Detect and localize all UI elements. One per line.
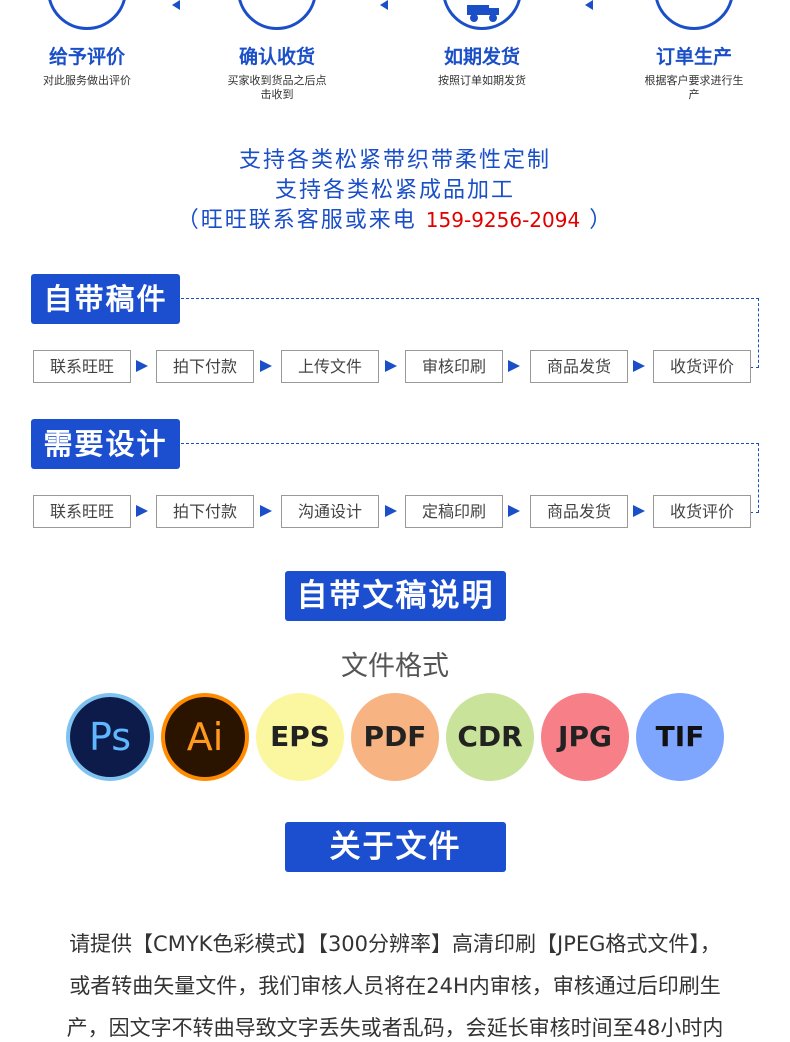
flow1-title-badge: 自带稿件	[31, 274, 180, 324]
about-paragraph-line: 或者转曲矢量文件，我们审核人员将在24H内审核，审核通过后印刷生	[69, 974, 721, 998]
about-title-badge: 关于文件	[285, 822, 506, 872]
about-paragraph-line: 请提供【CMYK色彩模式】【300分辨率】高清印刷【JPEG格式文件】，	[69, 932, 721, 956]
step-title: 确认收货	[238, 46, 315, 68]
ps-format-icon: Ps	[70, 697, 150, 777]
flow1-steps: 联系旺旺 拍下付款 上传文件 审核印刷 商品发货 收货评价	[33, 350, 753, 383]
flow1-connector	[181, 298, 759, 299]
flow2-step: 收货评价	[653, 495, 751, 528]
flow2-connector	[750, 512, 759, 513]
flow1-step: 上传文件	[281, 350, 379, 383]
top-steps: 给予评价 对此服务做出评价 确认收货 买家收到货品之后点击收到 如期发货 按照订…	[0, 0, 790, 110]
support-line-2: 支持各类松紧成品加工	[274, 178, 515, 203]
flow1-step: 审核印刷	[405, 350, 503, 383]
support-contact-close: ）	[589, 208, 614, 233]
arrow-right-icon	[260, 360, 272, 372]
step-title: 给予评价	[48, 46, 125, 68]
truck-icon	[442, 0, 522, 30]
format-label: TIF	[655, 720, 705, 753]
flow1-connector	[758, 298, 759, 368]
flow2-step: 商品发货	[530, 495, 628, 528]
flow2-title-badge: 需要设计	[31, 419, 180, 469]
format-label: PDF	[363, 720, 427, 753]
arrow-right-icon	[136, 360, 148, 372]
flow2-step: 拍下付款	[156, 495, 254, 528]
arrow-right-icon	[385, 360, 397, 372]
step-arrow-icon	[585, 0, 593, 10]
order-icon	[654, 0, 734, 30]
arrow-right-icon	[633, 505, 645, 517]
about-paragraph-line: 产，因文字不转曲导致文字丢失或者乱码，会延长审核时间至48小时内	[66, 1016, 724, 1040]
flow1-connector	[750, 367, 759, 368]
arrow-right-icon	[385, 505, 397, 517]
step-desc: 对此服务做出评价	[43, 74, 131, 87]
flow1-step: 收货评价	[653, 350, 751, 383]
arrow-right-icon	[136, 505, 148, 517]
jpg-format-icon: JPG	[545, 697, 625, 777]
format-label: JPG	[558, 720, 612, 753]
receipt-icon	[237, 0, 317, 30]
support-line-1: 支持各类松紧带织带柔性定制	[238, 148, 551, 173]
support-line-3: （旺旺联系客服或来电 159-9256-2094 ）	[0, 202, 790, 234]
review-icon	[47, 0, 127, 30]
phone-number[interactable]: 159-9256-2094	[425, 208, 581, 232]
flow1-step: 拍下付款	[156, 350, 254, 383]
format-label: Ai	[186, 715, 224, 759]
flow2-connector	[181, 443, 759, 444]
arrow-right-icon	[260, 505, 272, 517]
format-label: Ps	[88, 715, 132, 759]
arrow-right-icon	[508, 360, 520, 372]
ai-format-icon: Ai	[165, 697, 245, 777]
step-arrow-icon	[380, 0, 388, 10]
step-arrow-icon	[172, 0, 180, 10]
arrow-right-icon	[508, 505, 520, 517]
step-desc: 买家收到货品之后点击收到	[227, 74, 327, 101]
flow2-connector	[758, 443, 759, 513]
format-title: 文件格式	[341, 651, 449, 682]
step-title: 如期发货	[443, 46, 520, 68]
tif-format-icon: TIF	[640, 697, 720, 777]
arrow-right-icon	[633, 360, 645, 372]
manuscript-title-badge: 自带文稿说明	[285, 571, 506, 621]
cdr-format-icon: CDR	[450, 697, 530, 777]
step-desc: 按照订单如期发货	[438, 74, 526, 87]
flow1-step: 商品发货	[530, 350, 628, 383]
step-title: 订单生产	[655, 46, 732, 68]
flow2-step: 沟通设计	[281, 495, 379, 528]
step-desc: 根据客户要求进行生产	[644, 74, 744, 101]
support-contact-text: （旺旺联系客服或来电	[176, 208, 417, 233]
flow2-step: 联系旺旺	[33, 495, 131, 528]
eps-format-icon: EPS	[260, 697, 340, 777]
format-label: CDR	[457, 720, 523, 753]
flow1-step: 联系旺旺	[33, 350, 131, 383]
pdf-format-icon: PDF	[355, 697, 435, 777]
flow2-steps: 联系旺旺 拍下付款 沟通设计 定稿印刷 商品发货 收货评价	[33, 495, 753, 528]
format-label: EPS	[270, 720, 330, 753]
flow2-step: 定稿印刷	[405, 495, 503, 528]
